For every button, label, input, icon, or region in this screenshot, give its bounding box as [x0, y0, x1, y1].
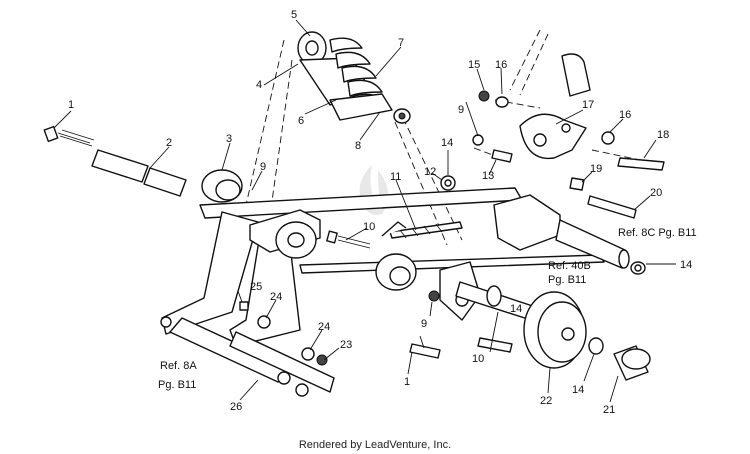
callout-11: 11 — [390, 171, 401, 183]
callout-1: 1 — [68, 99, 74, 111]
callout-5: 5 — [291, 9, 297, 21]
callout-7: 7 — [398, 37, 404, 49]
bushing-3 — [201, 169, 243, 203]
assembly-guide-lines — [245, 29, 641, 246]
callout-12: 12 — [424, 166, 436, 178]
right-hardware — [428, 53, 665, 302]
bolt-1-left — [43, 125, 95, 147]
ref-8c-label: Ref. 8C Pg. B11 — [618, 227, 697, 239]
callout-21: 21 — [603, 404, 615, 416]
callout-9-left: 9 — [260, 161, 266, 173]
callout-13: 13 — [482, 170, 494, 182]
callout-14-bottom: 14 — [572, 384, 584, 396]
shock-absorber — [297, 31, 411, 124]
ref-40b-label-line1: Ref. 40B — [548, 260, 591, 272]
callout-24-lower: 24 — [318, 321, 330, 333]
bolt-10-upper — [326, 230, 371, 249]
callout-18: 18 — [657, 129, 669, 141]
callout-19: 19 — [590, 163, 602, 175]
reference-labels: Ref. 8C Pg. B11 Ref. 40B Pg. B11 Ref. 8A… — [158, 227, 697, 391]
callout-8: 8 — [355, 140, 361, 152]
callout-14-right: 14 — [680, 259, 692, 271]
callout-14-wheel: 14 — [510, 303, 522, 315]
callout-26: 26 — [230, 401, 242, 413]
bushing-center — [375, 253, 417, 291]
ref-8a-label-line1: Ref. 8A — [160, 360, 197, 372]
callout-2: 2 — [166, 137, 172, 149]
footer-credit: Rendered by LeadVenture, Inc. — [299, 439, 451, 451]
callout-9-lower: 9 — [421, 318, 427, 330]
callout-labels: 1 2 3 4 5 6 7 8 9 9 9 10 10 11 12 13 14 … — [68, 9, 692, 416]
callout-10-upper: 10 — [363, 221, 375, 233]
spring-11 — [381, 221, 463, 239]
leader-lines — [53, 19, 676, 403]
wheel-assembly-22 — [455, 281, 651, 381]
callout-4: 4 — [256, 79, 262, 91]
callout-17: 17 — [582, 99, 594, 111]
sleeve-2 — [91, 149, 187, 197]
callout-25: 25 — [250, 281, 262, 293]
callout-14-top: 14 — [441, 137, 453, 149]
ref-8a-label-line2: Pg. B11 — [158, 379, 196, 391]
rear-arm-frame — [160, 187, 630, 397]
callout-16-right: 16 — [619, 109, 631, 121]
callout-6: 6 — [298, 115, 304, 127]
ref-40b-label-line2: Pg. B11 — [548, 274, 586, 286]
callout-16-top: 16 — [495, 59, 507, 71]
callout-3: 3 — [226, 133, 232, 145]
callout-1-lower: 1 — [404, 376, 410, 388]
callout-20: 20 — [650, 187, 662, 199]
callout-22: 22 — [540, 395, 552, 407]
callout-15: 15 — [468, 59, 480, 71]
callout-9-right: 9 — [458, 104, 464, 116]
callout-23: 23 — [340, 339, 352, 351]
callout-24-upper: 24 — [270, 291, 282, 303]
lower-left-hardware — [239, 301, 513, 366]
callout-10-lower: 10 — [472, 353, 484, 365]
